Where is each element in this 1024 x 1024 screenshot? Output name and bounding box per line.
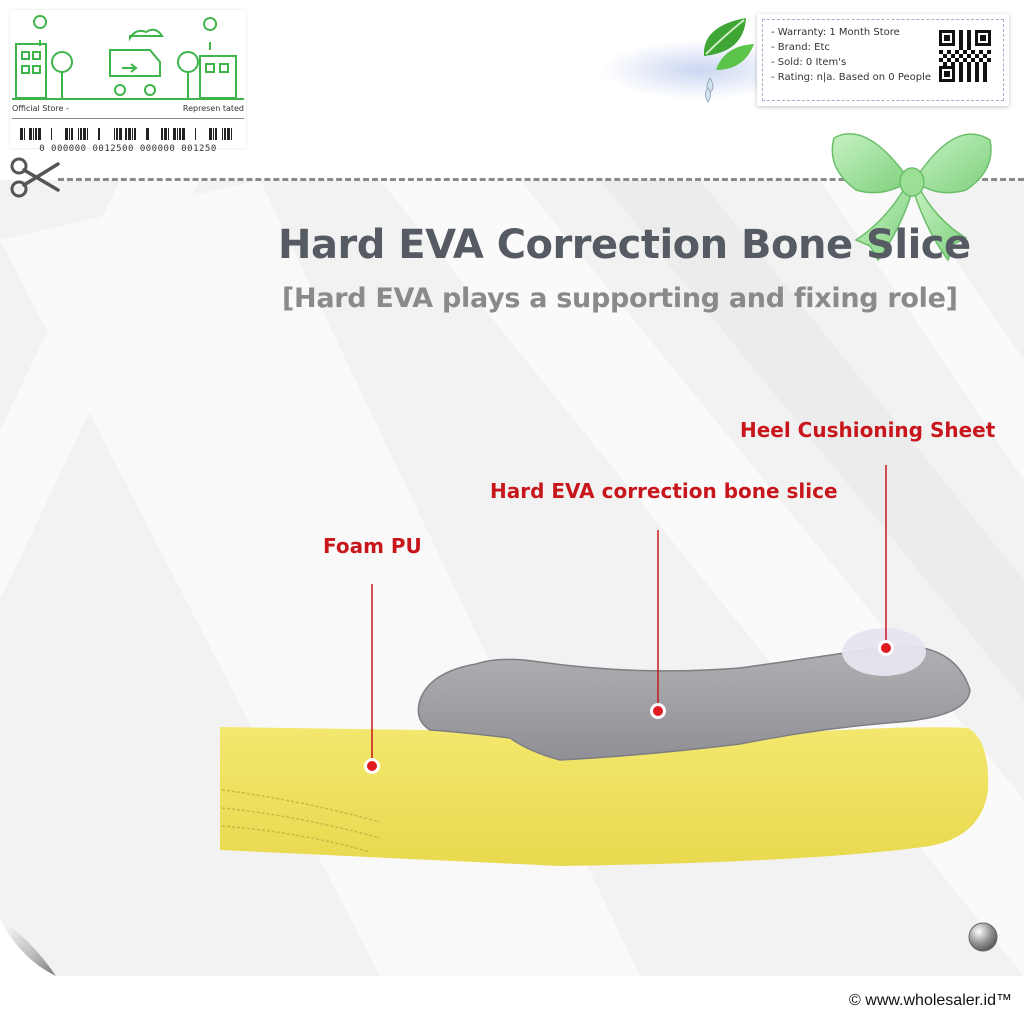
store-left-label: Official Store - [12,104,69,113]
store-illustration [12,15,244,100]
cut-line [58,178,1024,181]
barcode [20,128,232,140]
warranty-text: - Warranty: 1 Month Store [771,27,900,38]
scissors-icon [10,157,60,198]
rating-text: - Rating: n|a. Based on 0 People [771,72,932,83]
page-curl-icon [0,920,56,976]
product-subtitle: [Hard EVA plays a supporting and fixing … [282,283,958,314]
eva-bone-slice [417,644,971,761]
store-right-label: Represen tated [182,104,244,113]
main-panel [0,180,1024,976]
copyright-footer: © www.wholesaler.id™ [849,992,1012,1009]
store-labels: Official Store - Represen tated [12,104,244,119]
foam-pu-layer [220,727,989,866]
sold-text: - Sold: 0 Item's [771,57,847,68]
barcode-number: 0 000000 0012500 000000 001250 [39,144,217,154]
callout-heel-cushioning: Heel Cushioning Sheet [740,418,996,442]
brand-text: - Brand: Etc [771,42,830,53]
leaf-icon [703,18,754,103]
qr-code-icon [937,28,993,84]
info-card-border: - Warranty: 1 Month Store - Brand: Etc -… [762,19,1004,101]
callout-eva-slice: Hard EVA correction bone slice [490,479,838,503]
ribbon-bow-icon [831,133,992,262]
insole-illustration [220,628,989,866]
store-badge: Official Store - Represen tated 0 000000… [10,10,246,154]
metal-button-icon [968,922,998,952]
callout-foam-pu: Foam PU [323,534,422,558]
product-info-card: - Warranty: 1 Month Store - Brand: Etc -… [757,14,1009,106]
product-title: Hard EVA Correction Bone Slice [278,222,971,268]
